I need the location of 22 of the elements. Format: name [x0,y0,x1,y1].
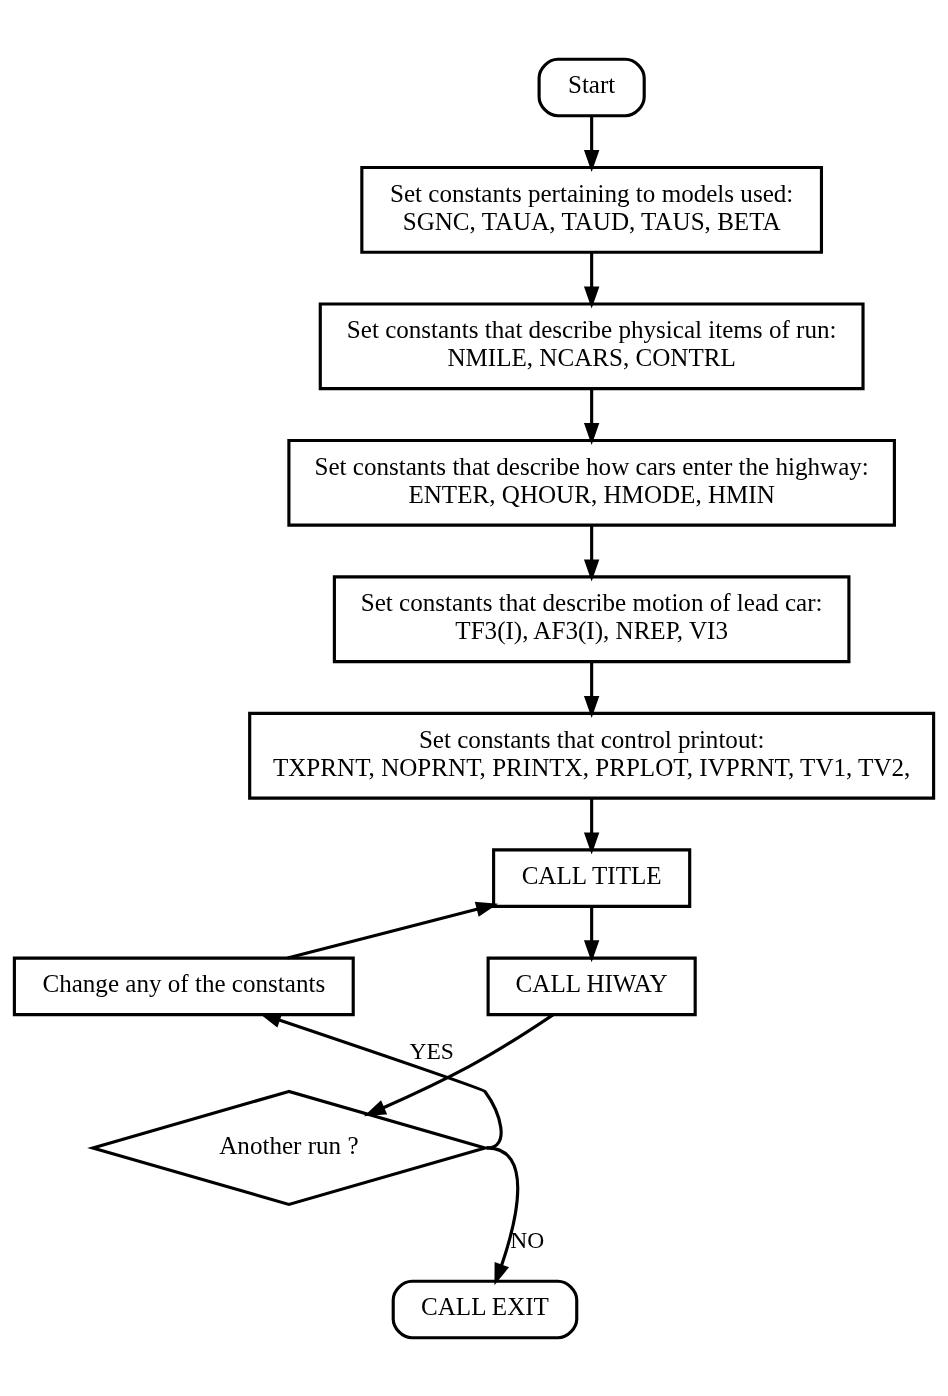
node-box: CALL EXIT [391,1279,579,1339]
arrow [287,901,499,960]
node-box: Set constants that describe how cars enter the highway: ENTER, QHOUR, HMODE, HMIN [287,438,896,527]
arrow [583,525,600,581]
arrow [583,661,600,718]
node-box: Set constants that describe motion of lead car: TF3(I), AF3(I), NREP, VI3 [332,574,851,663]
node-box: Set constants that describe physical items of run: NMILE, NCARS, CONTRL [318,301,865,390]
node-box: Start [537,57,646,117]
arrow [583,388,600,445]
arrow [583,797,600,854]
arrow [583,115,600,172]
node-box: Set constants that control printout: TXPRNT, NOPRNT, PRINTX, PRPLOT, IVPRNT, TV1, TV2, [248,711,936,800]
arrow [583,252,600,309]
arrow [583,906,600,962]
arrow [363,1013,554,1116]
arrow [486,1145,520,1285]
node-box: Set constants pertaining to models used: SGNC, TAUA, TAUD, TAUS, BETA [360,165,824,254]
node-box: CALL HIWAY [486,956,697,1016]
node-box: Change any of the constants [12,956,355,1016]
edge-label: NO [510,1226,545,1253]
node-box: CALL TITLE [492,847,692,908]
edge-label: YES [409,1037,454,1064]
